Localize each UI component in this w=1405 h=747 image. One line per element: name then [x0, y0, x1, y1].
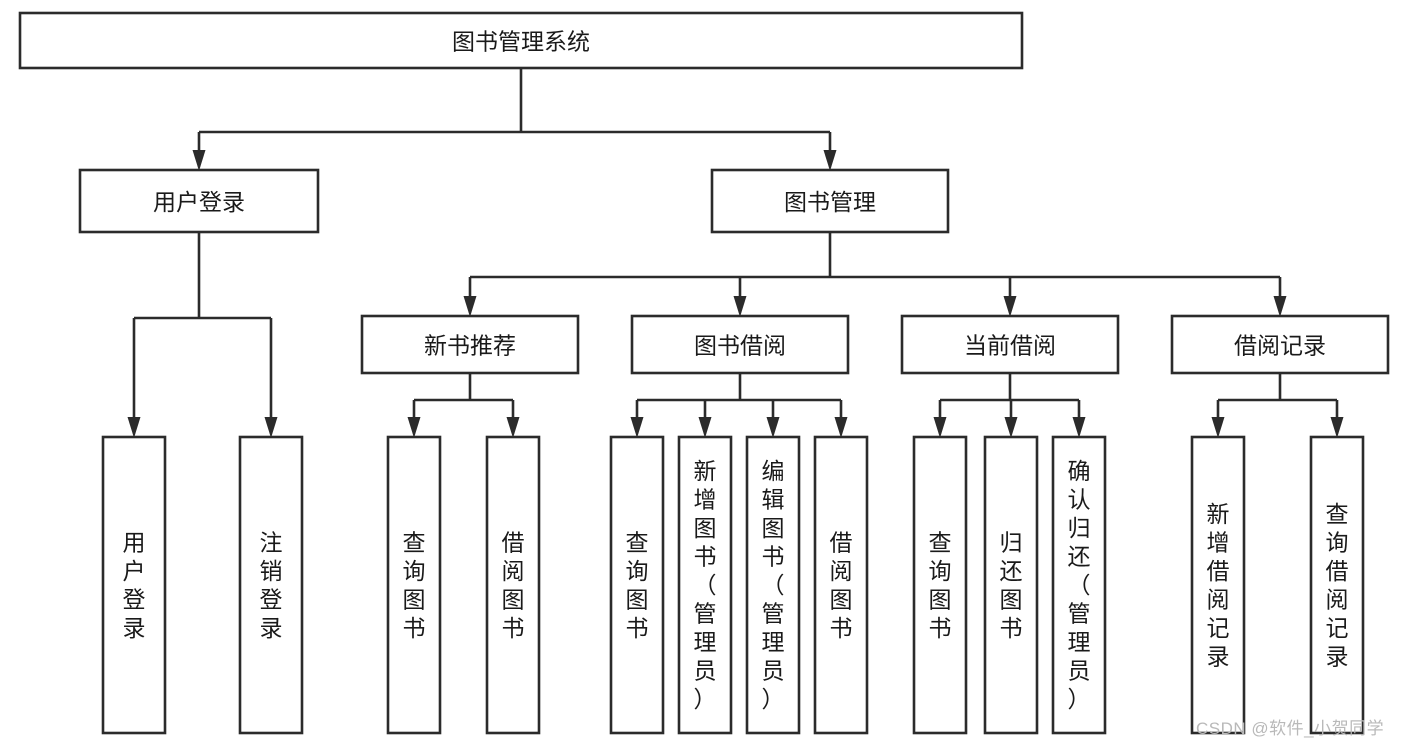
node-label: 查询图书	[626, 529, 649, 641]
connector-group-current-borrow	[933, 373, 1086, 438]
connector-group-book-borrow	[630, 373, 848, 438]
node-root[interactable]: 图书管理系统	[18, 11, 1024, 70]
node-box[interactable]	[900, 314, 1120, 375]
node-box[interactable]	[745, 435, 801, 735]
node-box[interactable]	[238, 435, 304, 735]
node-label: 用户登录	[153, 189, 245, 215]
node-label: 注销登录	[260, 529, 283, 641]
arrow-head	[698, 417, 712, 438]
node-leaf-add-book-admin[interactable]: 新增图书（管理员）	[677, 435, 733, 735]
arrow-head	[1330, 417, 1344, 438]
node-new-book-recommend[interactable]: 新书推荐	[360, 314, 580, 375]
connector-group-user-login	[127, 232, 278, 438]
node-box[interactable]	[630, 314, 850, 375]
arrow-head	[264, 417, 278, 438]
connector-group-book-manage	[463, 232, 1287, 317]
node-current-borrow[interactable]: 当前借阅	[900, 314, 1120, 375]
node-box[interactable]	[18, 11, 1024, 70]
node-user-login[interactable]: 用户登录	[78, 168, 320, 234]
node-box[interactable]	[912, 435, 968, 735]
node-label: 新增图书（管理员）	[694, 458, 717, 712]
node-box[interactable]	[813, 435, 869, 735]
node-box[interactable]	[983, 435, 1039, 735]
arrow-head	[1211, 417, 1225, 438]
arrow-head	[1273, 296, 1287, 317]
node-box[interactable]	[386, 435, 442, 735]
node-box[interactable]	[78, 168, 320, 234]
node-leaf-confirm-return-admin[interactable]: 确认归还（管理员）	[1051, 435, 1107, 735]
node-label: 借阅图书	[830, 529, 853, 641]
node-leaf-user-login[interactable]: 用户登录	[101, 435, 167, 735]
arrow-head	[834, 417, 848, 438]
node-box[interactable]	[609, 435, 665, 735]
node-book-borrow[interactable]: 图书借阅	[630, 314, 850, 375]
node-label: 用户登录	[123, 529, 146, 641]
node-leaf-logout[interactable]: 注销登录	[238, 435, 304, 735]
node-box[interactable]	[1051, 435, 1107, 735]
node-leaf-edit-book-admin[interactable]: 编辑图书（管理员）	[745, 435, 801, 735]
connector-group-root	[192, 68, 837, 171]
connectors-layer	[127, 68, 1344, 438]
node-label: 编辑图书（管理员）	[762, 458, 785, 712]
node-label: 图书管理	[784, 189, 876, 215]
node-leaf-query-borrow-record[interactable]: 查询借阅记录	[1309, 435, 1365, 735]
node-leaf-borrow-book-2[interactable]: 借阅图书	[813, 435, 869, 735]
node-leaf-return-book[interactable]: 归还图书	[983, 435, 1039, 735]
node-box[interactable]	[1170, 314, 1390, 375]
node-box[interactable]	[677, 435, 733, 735]
node-label: 借阅记录	[1234, 333, 1326, 359]
node-label: 当前借阅	[964, 333, 1056, 359]
node-label: 新增借阅记录	[1207, 501, 1230, 670]
arrow-head	[630, 417, 644, 438]
arrow-head	[933, 417, 947, 438]
arrow-head	[1003, 296, 1017, 317]
arrow-head	[506, 417, 520, 438]
node-book-manage[interactable]: 图书管理	[710, 168, 950, 234]
node-label: 归还图书	[1000, 529, 1023, 641]
arrow-head	[127, 417, 141, 438]
node-leaf-query-book-1[interactable]: 查询图书	[386, 435, 442, 735]
node-box[interactable]	[360, 314, 580, 375]
node-label: 图书管理系统	[452, 29, 590, 55]
node-box[interactable]	[485, 435, 541, 735]
node-box[interactable]	[101, 435, 167, 735]
arrow-head	[733, 296, 747, 317]
arrow-head	[1072, 417, 1086, 438]
node-leaf-borrow-book-1[interactable]: 借阅图书	[485, 435, 541, 735]
node-leaf-add-borrow-record[interactable]: 新增借阅记录	[1190, 435, 1246, 735]
node-leaf-query-book-3[interactable]: 查询图书	[912, 435, 968, 735]
node-leaf-query-book-2[interactable]: 查询图书	[609, 435, 665, 735]
arrow-head	[463, 296, 477, 317]
arrow-head	[1004, 417, 1018, 438]
arrow-head	[407, 417, 421, 438]
connector-group-borrow-record	[1211, 373, 1344, 438]
node-label: 图书借阅	[694, 333, 786, 359]
node-label: 查询图书	[403, 529, 426, 641]
node-label: 新书推荐	[424, 333, 516, 359]
node-label: 查询借阅记录	[1326, 501, 1349, 670]
arrow-head	[766, 417, 780, 438]
nodes-layer: 图书管理系统用户登录图书管理新书推荐图书借阅当前借阅借阅记录用户登录注销登录查询…	[18, 11, 1390, 735]
node-box[interactable]	[1190, 435, 1246, 735]
node-label: 确认归还（管理员）	[1068, 458, 1091, 712]
node-borrow-record[interactable]: 借阅记录	[1170, 314, 1390, 375]
node-box[interactable]	[710, 168, 950, 234]
arrow-head	[823, 150, 837, 171]
connector-group-new-book-recommend	[407, 373, 520, 438]
node-box[interactable]	[1309, 435, 1365, 735]
node-label: 查询图书	[929, 529, 952, 641]
arrow-head	[192, 150, 206, 171]
node-label: 借阅图书	[502, 529, 525, 641]
